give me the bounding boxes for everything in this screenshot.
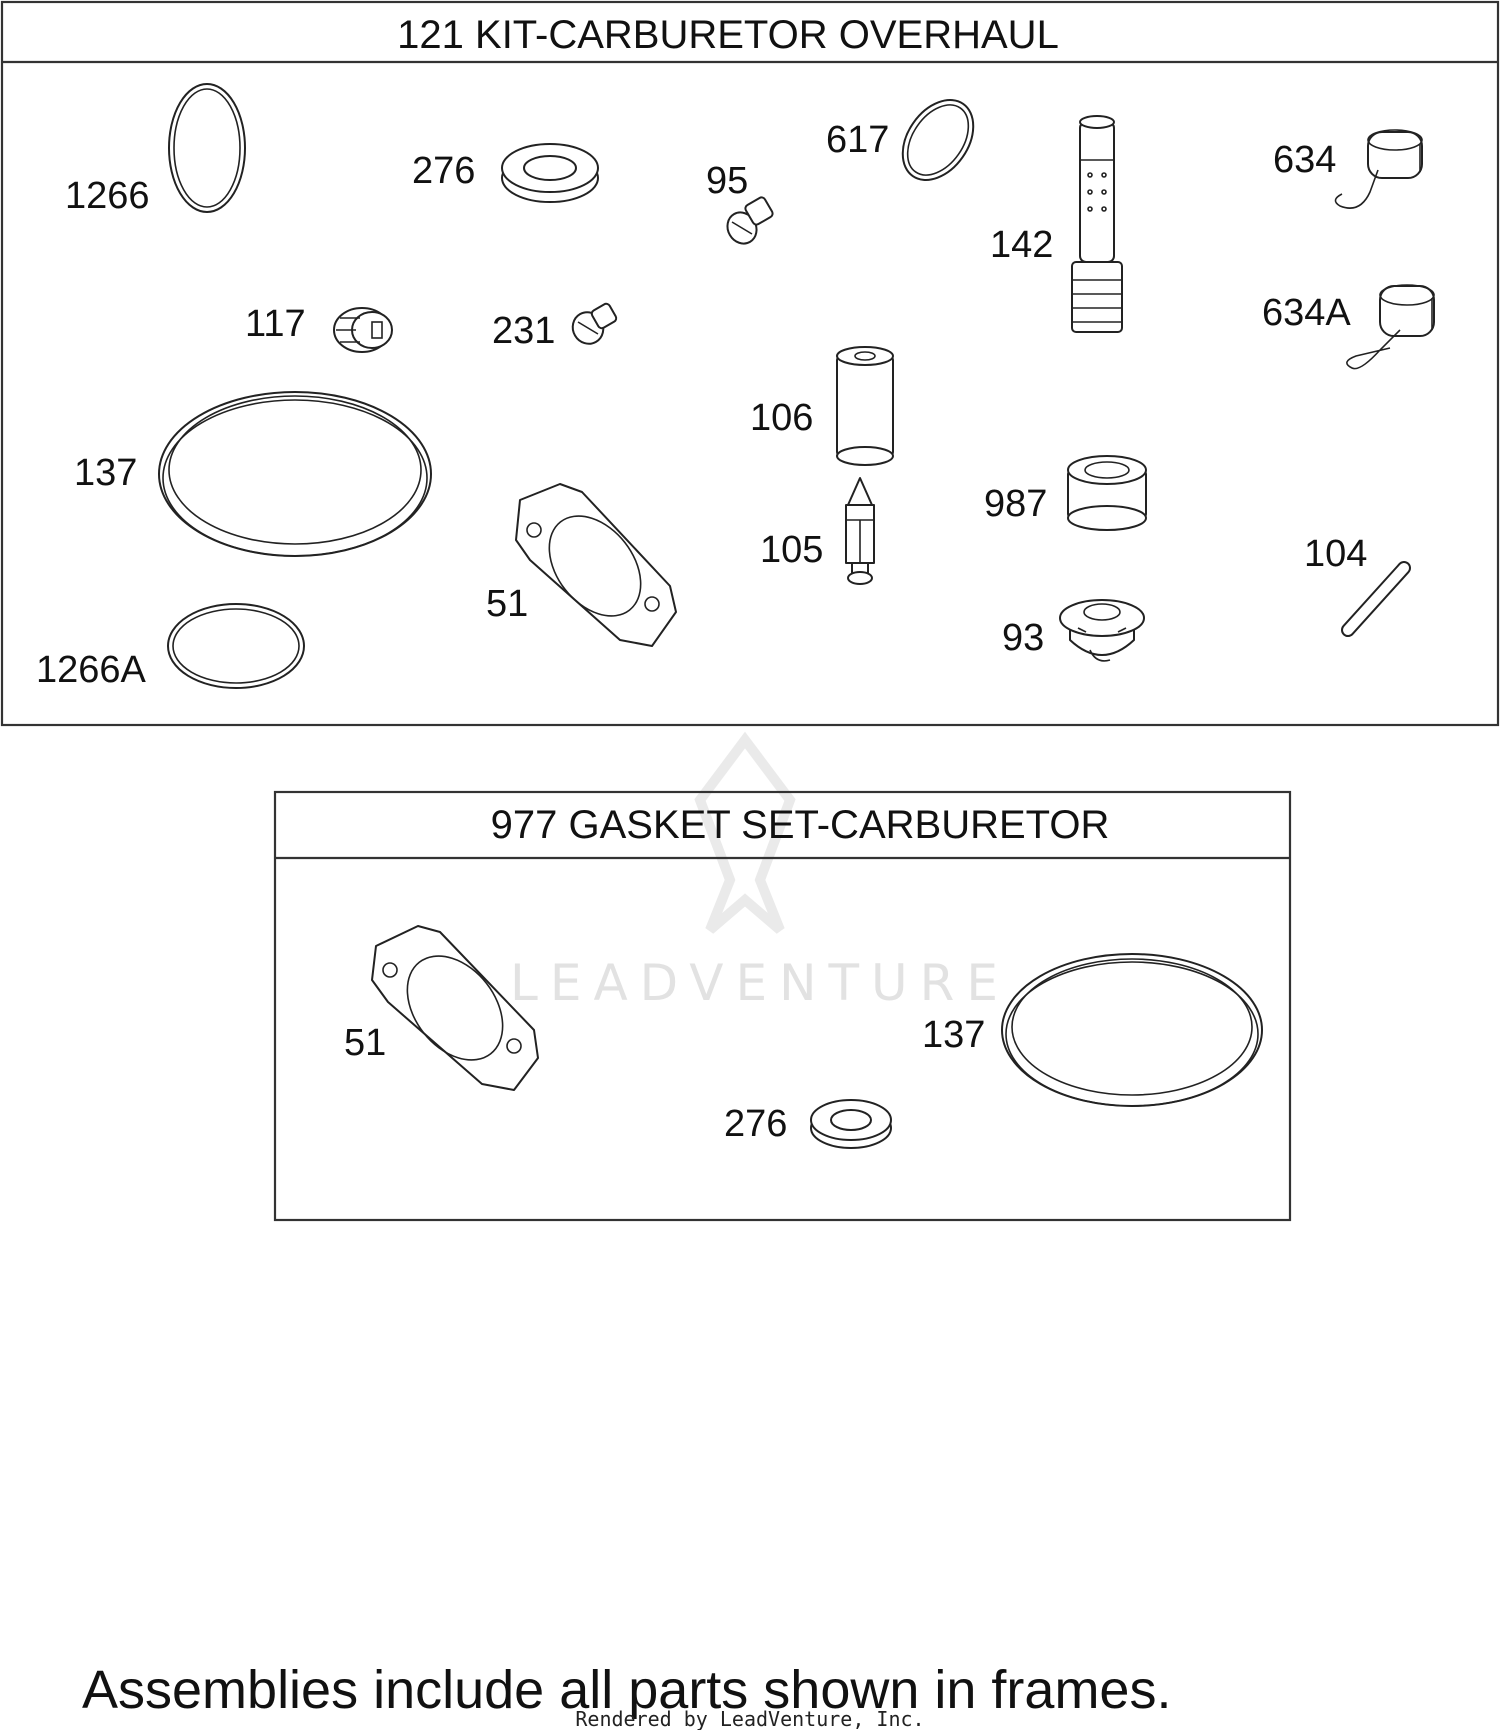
watermark-text: LEADVENTURE: [510, 954, 1010, 1012]
label-51: 51: [486, 583, 528, 625]
label-137: 137: [74, 452, 137, 494]
part-1266[interactable]: [168, 83, 246, 213]
label-987: 987: [984, 483, 1047, 525]
part-104[interactable]: [1341, 561, 1411, 637]
gasket-set-part-137[interactable]: [1001, 953, 1263, 1107]
part-276[interactable]: [501, 143, 599, 203]
label-93: 93: [1002, 617, 1044, 659]
part-231[interactable]: [567, 302, 618, 349]
part-105[interactable]: [845, 477, 875, 585]
gasket-set-border: [273, 790, 1292, 1222]
label-1266: 1266: [65, 175, 150, 217]
part-142[interactable]: [1071, 115, 1123, 333]
part-634a[interactable]: [1346, 284, 1435, 370]
label-142: 142: [990, 224, 1053, 266]
label-231: 231: [492, 310, 555, 352]
kit-overhaul-title: 121 KIT-CARBURETOR OVERHAUL: [397, 13, 1059, 57]
kit-overhaul-frame: 121 KIT-CARBURETOR OVERHAUL 1266 276 95 …: [0, 0, 1500, 727]
part-634[interactable]: [1334, 129, 1423, 209]
label-105: 105: [760, 529, 823, 571]
label-117: 117: [245, 303, 306, 345]
part-137[interactable]: [158, 391, 432, 557]
part-1266a[interactable]: [167, 603, 305, 689]
label-104: 104: [1304, 533, 1367, 575]
gasket-set-label-276: 276: [724, 1103, 787, 1145]
label-634a: 634A: [1262, 292, 1351, 334]
gasket-set-label-51: 51: [344, 1022, 386, 1064]
watermark-logo-icon: [694, 731, 796, 934]
gasket-set-part-276[interactable]: [810, 1099, 892, 1149]
gasket-set-label-137: 137: [922, 1014, 985, 1056]
gasket-set-part-51[interactable]: [371, 925, 539, 1091]
part-117[interactable]: [333, 307, 393, 353]
label-634: 634: [1273, 139, 1336, 181]
label-617: 617: [826, 119, 889, 161]
gasket-set-frame: 977 GASKET SET-CARBURETOR 51 137 276: [273, 790, 1292, 1222]
part-617[interactable]: [888, 87, 988, 193]
part-51[interactable]: [515, 483, 677, 647]
label-1266a: 1266A: [36, 649, 147, 691]
kit-overhaul-border: [0, 0, 1500, 727]
part-95[interactable]: [722, 196, 774, 249]
part-93[interactable]: [1059, 599, 1145, 662]
label-276: 276: [412, 150, 475, 192]
gasket-set-title: 977 GASKET SET-CARBURETOR: [491, 803, 1110, 847]
watermark: LEADVENTURE: [510, 731, 1010, 1012]
footer-note: Assemblies include all parts shown in fr…: [82, 1660, 1171, 1720]
part-987[interactable]: [1067, 455, 1147, 531]
label-106: 106: [750, 397, 813, 439]
part-106[interactable]: [836, 346, 894, 466]
footer-credit: Rendered by LeadVenture, Inc.: [575, 1707, 924, 1730]
label-95: 95: [706, 160, 748, 202]
